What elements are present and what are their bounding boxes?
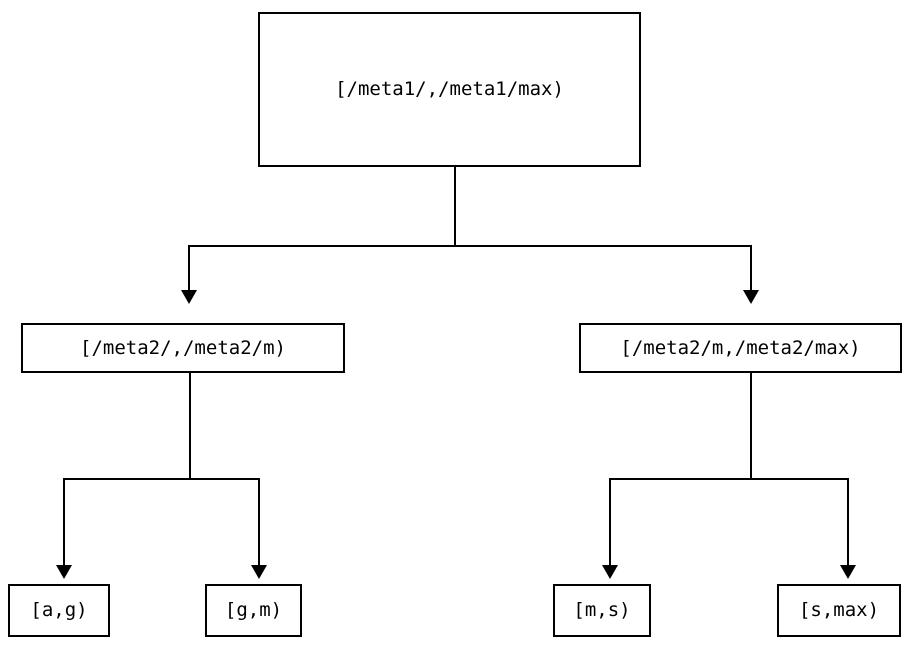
arrow-head-icon-root-to-mid-left (181, 290, 197, 304)
node-leaf-3[interactable]: [m,s) (553, 584, 651, 637)
node-root-label: [/meta1/,/meta1/max) (335, 78, 564, 100)
edge-root-to-mid-right (750, 245, 752, 291)
edge-mid-right-to-leaf-4 (847, 478, 849, 566)
edge-root-bar (189, 245, 752, 247)
edge-mid-left-stem (189, 373, 191, 480)
node-leaf-1[interactable]: [a,g) (8, 584, 110, 637)
node-mid-left[interactable]: [/meta2/,/meta2/m) (21, 323, 345, 373)
edge-mid-right-stem (750, 373, 752, 480)
edge-mid-left-to-leaf-1 (63, 478, 65, 566)
arrow-head-icon-mid-left-to-leaf-1 (56, 565, 72, 579)
arrow-head-icon-mid-left-to-leaf-2 (251, 565, 267, 579)
arrow-head-icon-mid-right-to-leaf-3 (602, 565, 618, 579)
arrow-head-icon-root-to-mid-right (743, 290, 759, 304)
node-leaf-4-label: [s,max) (798, 599, 880, 621)
node-mid-right[interactable]: [/meta2/m,/meta2/max) (579, 323, 902, 373)
node-mid-right-label: [/meta2/m,/meta2/max) (620, 336, 861, 359)
edge-mid-right-bar (609, 478, 849, 480)
edge-mid-left-bar (63, 478, 260, 480)
edge-root-to-mid-left (188, 245, 190, 291)
node-leaf-3-label: [m,s) (573, 599, 631, 621)
node-leaf-4[interactable]: [s,max) (777, 584, 901, 637)
node-leaf-1-label: [a,g) (30, 599, 88, 621)
arrow-head-icon-mid-right-to-leaf-4 (840, 565, 856, 579)
node-leaf-2-label: [g,m) (224, 599, 283, 621)
edge-mid-right-to-leaf-3 (609, 478, 611, 566)
edge-mid-left-to-leaf-2 (258, 478, 260, 566)
node-leaf-2[interactable]: [g,m) (205, 584, 302, 637)
node-mid-left-label: [/meta2/,/meta2/m) (80, 336, 286, 359)
node-root[interactable]: [/meta1/,/meta1/max) (258, 12, 641, 167)
edge-root-stem (454, 167, 456, 247)
